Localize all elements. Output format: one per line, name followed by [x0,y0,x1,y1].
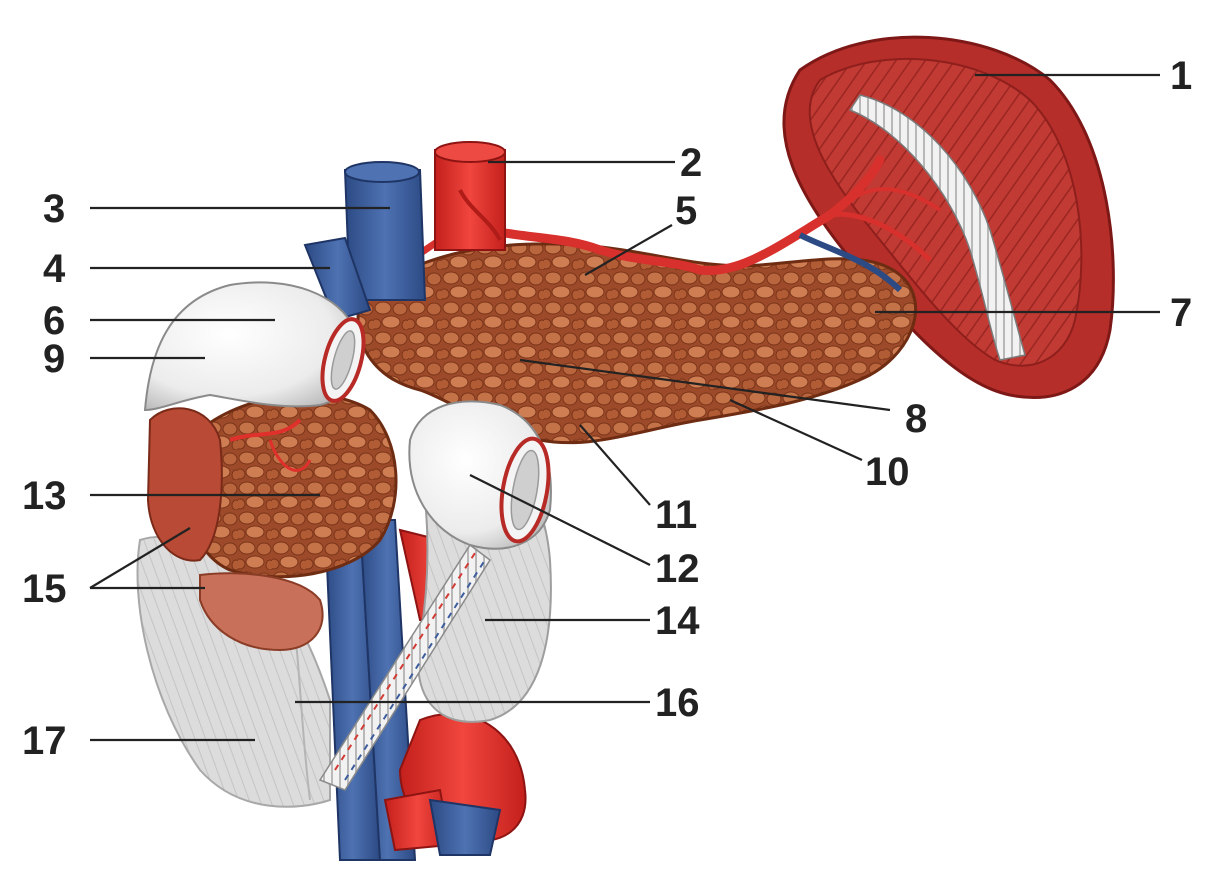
callout-9: 9 [43,337,65,381]
pancreas-uncinate [199,572,324,652]
pancreas-head [146,393,398,579]
spleen [782,35,1115,399]
duodenum-superior [143,281,366,412]
callout-13: 13 [22,474,67,518]
callout-6: 6 [43,299,65,343]
leader-line-10 [729,398,863,462]
callout-labels: 1 2 3 4 5 6 7 8 9 10 11 12 13 14 15 16 1… [22,54,1192,763]
callout-4: 4 [43,247,66,291]
leader-line-5 [584,224,673,276]
callout-1: 1 [1170,54,1192,98]
portal-vein [303,236,372,322]
callout-14: 14 [655,599,700,643]
leader-line-8 [519,358,891,412]
leader-line-12 [469,474,651,566]
callout-7: 7 [1170,291,1192,335]
callout-16: 16 [655,681,700,725]
callout-8: 8 [905,397,927,441]
leader-line-15a [89,527,191,589]
callout-15: 15 [22,567,67,611]
duodenum-cut [408,400,552,550]
callout-3: 3 [43,187,65,231]
leader-line-11 [579,424,651,506]
callout-10: 10 [865,450,910,494]
bile-duct [318,543,492,791]
callout-5: 5 [675,189,697,233]
callout-2: 2 [680,141,702,185]
callout-17: 17 [22,719,67,763]
callout-12: 12 [655,547,700,591]
callout-11: 11 [655,493,697,537]
vena-cava [343,161,427,301]
leader-lines [89,73,1160,742]
aorta [434,141,506,251]
